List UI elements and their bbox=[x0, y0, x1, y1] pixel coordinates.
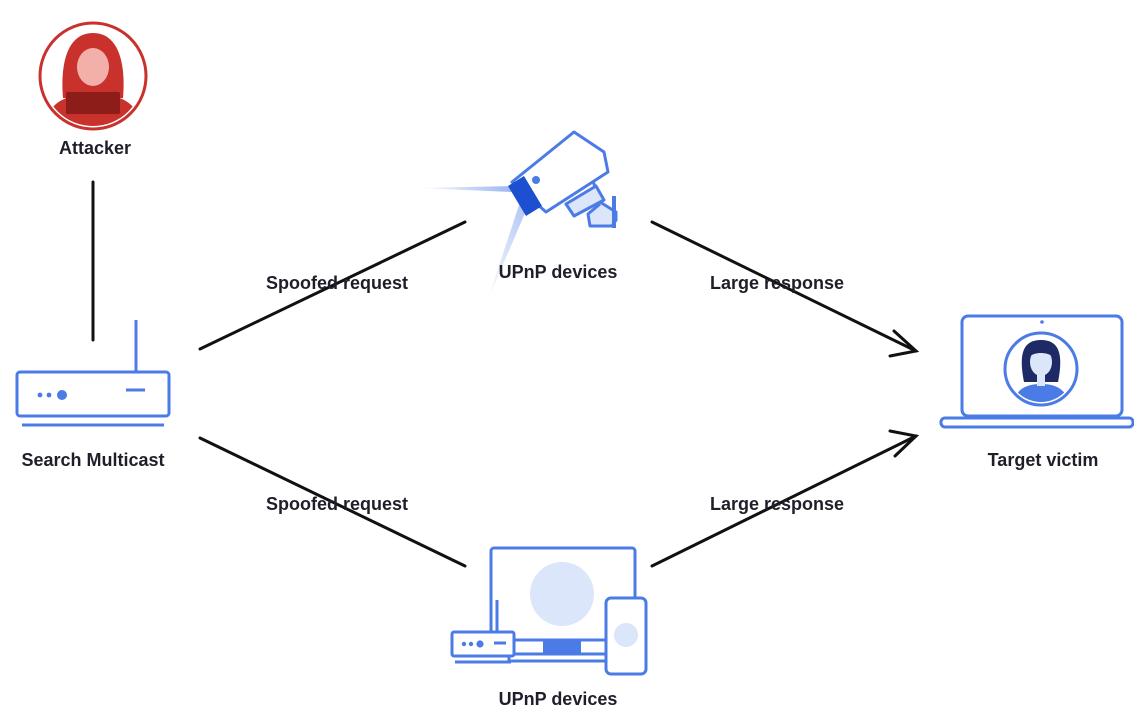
laptop-user-icon bbox=[939, 314, 1134, 429]
router-icon bbox=[15, 320, 171, 427]
edge-lines bbox=[91, 180, 920, 568]
spoofed-request-top-line bbox=[198, 220, 467, 351]
spoofed-request-top-label: Spoofed request bbox=[265, 273, 409, 293]
large-response-bottom-label: Large response bbox=[709, 494, 845, 514]
security-camera-icon bbox=[418, 130, 618, 302]
attacker-label: Attacker bbox=[58, 138, 132, 158]
spoofed-request-bottom-label: Spoofed request bbox=[265, 494, 409, 514]
target-victim-label: Target victim bbox=[987, 450, 1099, 470]
monitor-router-phone-icon bbox=[450, 546, 648, 676]
hooded-attacker-icon bbox=[38, 21, 148, 131]
large-response-top-line bbox=[650, 220, 918, 353]
upnp-devices-bottom-label: UPnP devices bbox=[498, 689, 618, 709]
search-multicast-label: Search Multicast bbox=[21, 450, 165, 470]
arrowhead-bottom-icon bbox=[888, 429, 920, 458]
spoofed-request-bottom-line bbox=[198, 436, 467, 568]
upnp-devices-top-label: UPnP devices bbox=[498, 262, 618, 282]
large-response-top-label: Large response bbox=[709, 273, 845, 293]
large-response-bottom-line bbox=[650, 434, 918, 568]
arrowhead-top-icon bbox=[888, 329, 920, 358]
